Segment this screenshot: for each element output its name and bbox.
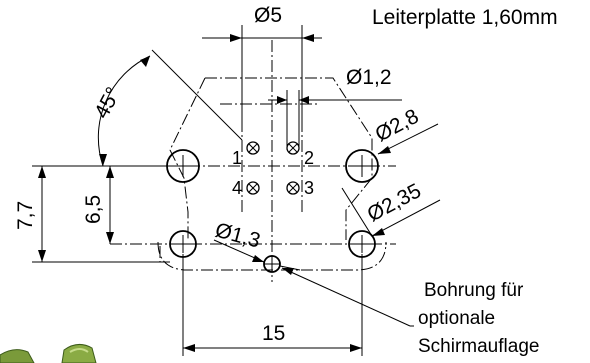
note-line-3: Schirmauflage [418,336,539,357]
dim-mount-hole: Ø2,8 [372,105,423,147]
pin-hole-4 [246,181,260,195]
title-label: Leiterplatte 1,60mm [372,6,558,29]
dim-lower-hole: Ø2,35 [364,179,425,226]
mount-hole-right [345,149,379,183]
dim-center-hole: Ø1,3 [213,219,263,253]
pin-label-2: 2 [304,148,314,168]
dim-top-diameter: Ø5 [254,4,282,27]
pin-label-3: 3 [304,178,314,198]
dim-small-hole: Ø1,2 [346,66,392,89]
pin-hole-1 [246,141,260,155]
note-line-2: optionale [418,308,495,329]
pin-label-1: 1 [232,148,242,168]
note-line-1: Bohrung für [424,280,524,301]
dim-height-inner: 6,5 [82,195,105,224]
dim-angle: 45° [90,84,125,123]
center-hole [263,255,281,273]
cable-icon [0,344,97,363]
dim-width: 15 [262,322,285,345]
dimension-lines [32,25,441,356]
pin-label-4: 4 [232,178,242,198]
pin-hole-3 [286,181,300,195]
dim-height-outer: 7,7 [14,201,37,230]
pin-hole-2 [286,141,300,155]
